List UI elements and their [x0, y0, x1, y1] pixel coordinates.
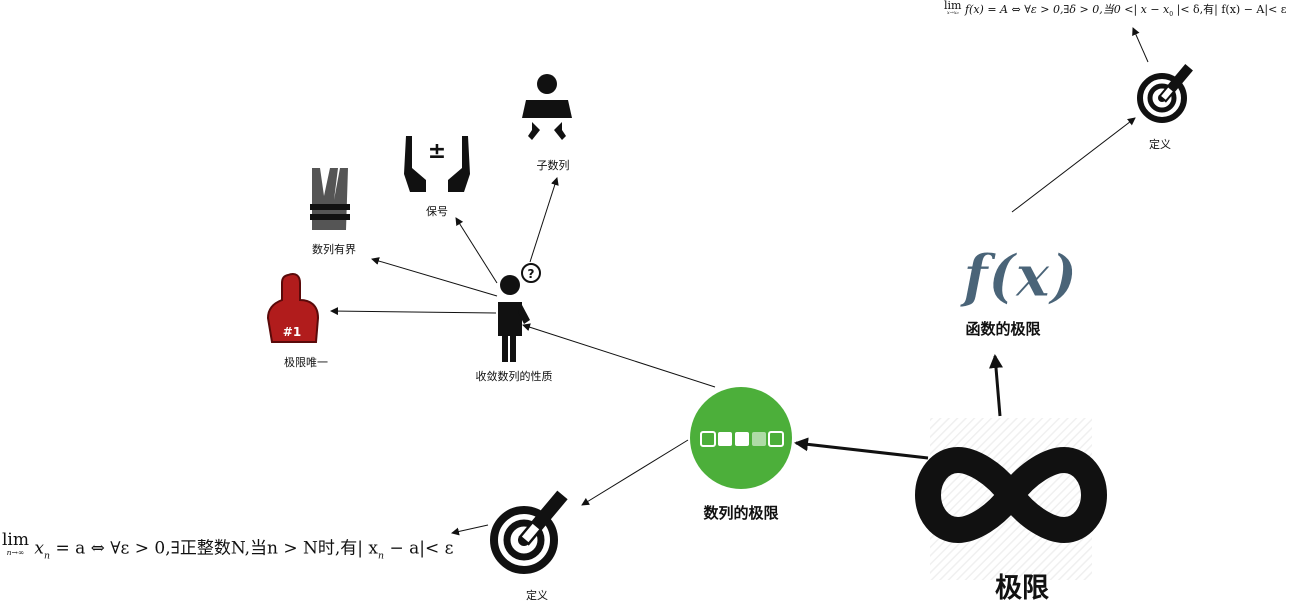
sign-preserve-label[interactable]: 保号 [426, 205, 448, 218]
thinking-person-icon: ? [498, 263, 541, 362]
edge-prop-sub [529, 177, 559, 263]
svg-text:?: ? [528, 267, 535, 281]
uniqueness-label[interactable]: 极限唯一 [284, 356, 328, 369]
hands-plus-minus-icon: ± [404, 136, 470, 192]
target-pencil-icon [1137, 64, 1193, 123]
bounded-label[interactable]: 数列有界 [312, 243, 356, 256]
bound-hands-icon [310, 168, 350, 230]
edge-prop-sign [455, 217, 498, 284]
svg-text:f(x): f(x) [959, 242, 1077, 310]
target-pencil-icon [490, 490, 568, 574]
seq-def-label[interactable]: 定义 [526, 589, 548, 602]
baby-icon [522, 74, 572, 140]
infinity-icon [914, 418, 1108, 580]
edge-root-seq [794, 437, 929, 460]
subsequence-label[interactable]: 子数列 [536, 159, 570, 172]
svg-text:#1: #1 [283, 325, 301, 339]
properties-label[interactable]: 收敛数列的性质 [475, 370, 553, 383]
edge-funcdef-formula [1132, 27, 1149, 63]
function-icon: f(x) [959, 242, 1078, 311]
root-label[interactable]: 极限 [995, 573, 1049, 604]
svg-text:±: ± [428, 139, 446, 164]
edge-root-func [989, 354, 1003, 417]
func-limit-label[interactable]: 函数的极限 [965, 320, 1041, 338]
edge-func-def [1011, 117, 1136, 213]
edge-seq-def [581, 439, 689, 506]
seq-limit-label[interactable]: 数列的极限 [703, 504, 779, 522]
sequence-icon [690, 387, 792, 489]
edges [330, 27, 1149, 536]
edge-prop-unique [330, 307, 497, 316]
func-def-label[interactable]: 定义 [1149, 138, 1171, 151]
edge-prop-bounded [371, 257, 498, 297]
edge-seq-properties [522, 323, 716, 388]
edge-seqdef-formula [451, 524, 489, 536]
foam-finger-icon: #1 [266, 273, 320, 343]
